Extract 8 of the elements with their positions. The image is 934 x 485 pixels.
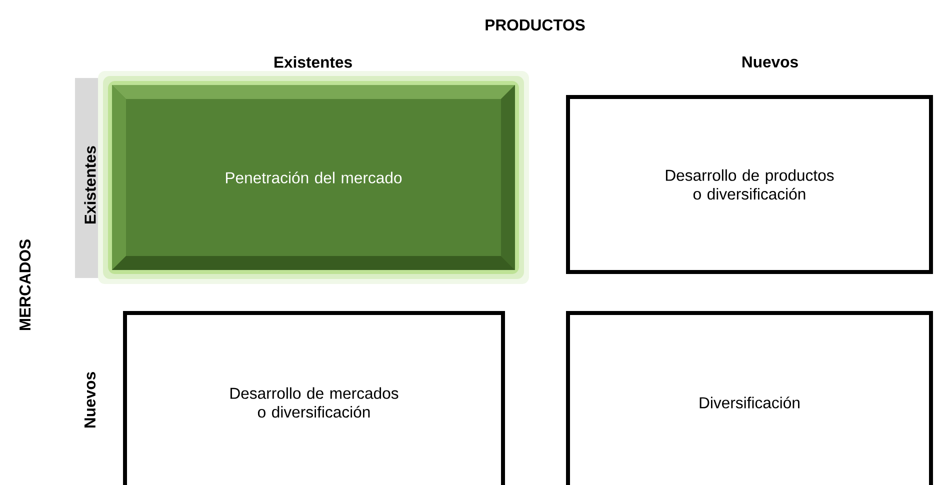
strategy-box: Diversificación [566,311,933,485]
axis-title: MERCADOS [19,239,31,330]
title: PRODUCTOS [486,19,585,31]
column-header: Nuevos [742,56,798,68]
strategy-box: Desarrollo de mercados o diversificación [123,311,505,485]
highlighted-box: Penetración del mercado [98,71,529,284]
row-header: Nuevos [84,372,96,428]
strategy-box: Desarrollo de productos o diversificación [566,95,933,274]
